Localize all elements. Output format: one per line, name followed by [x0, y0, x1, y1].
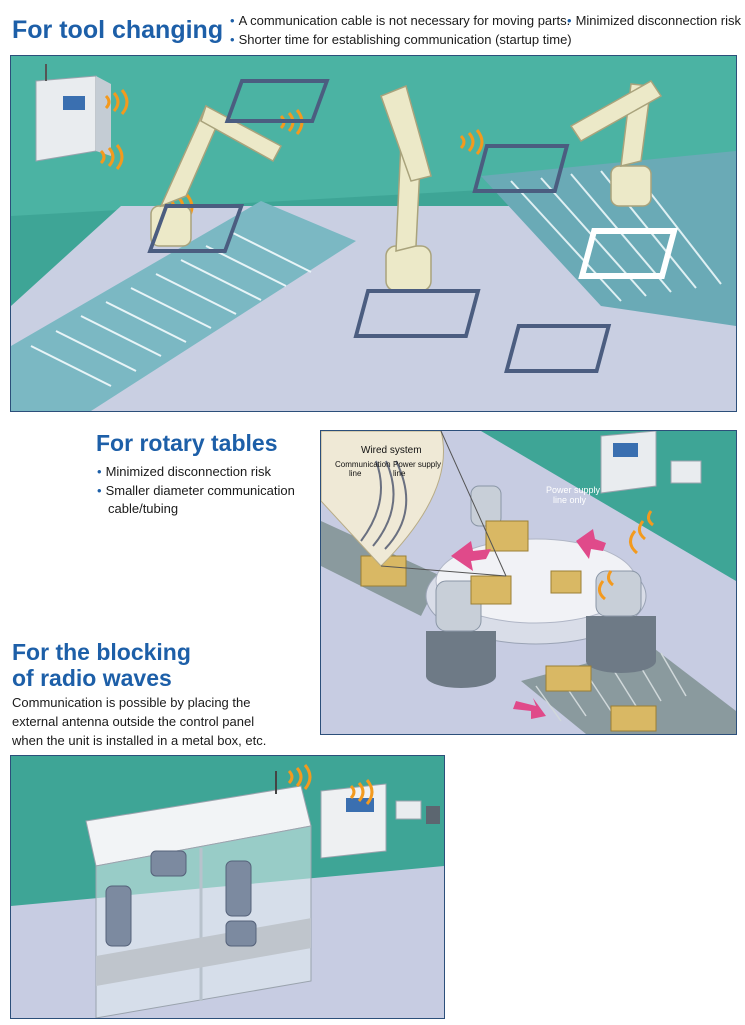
box-icon [360, 520, 657, 732]
wave-signal-icon [287, 764, 374, 805]
bullet-dot: • [97, 483, 102, 498]
callout-label-power: Power supply [393, 460, 441, 469]
tool-changing-illustration [10, 55, 737, 412]
blocking-desc-1: Communication is possible by placing the [12, 695, 251, 710]
robot-arm-icon [435, 485, 642, 632]
bullet-dot: • [230, 32, 235, 47]
rotary-bullet-1: •Minimized disconnection risk [97, 464, 272, 479]
blocking-title-line2: of radio waves [12, 665, 172, 691]
blocking-desc-2: external antenna outside the control pan… [12, 714, 255, 729]
bullet-dot: • [230, 13, 235, 28]
bullet-dot: • [97, 464, 102, 479]
callout-title: Wired system [361, 445, 422, 456]
tool-changing-bullet-2: •Minimized disconnection risk [567, 13, 742, 28]
wired-system-callout: Wired system Communication line Power su… [321, 431, 507, 577]
tool-changing-title: For tool changing [12, 16, 224, 44]
rotary-bullet-3: cable/tubing [108, 501, 179, 516]
tool-changing-bullet-3: •Shorter time for establishing communica… [230, 32, 572, 47]
conveyor-icon [11, 151, 736, 411]
blocking-title-line1: For the blocking [12, 639, 191, 665]
callout-label-power-2: line [393, 469, 406, 478]
blocking-illustration [10, 755, 445, 1019]
metal-booth [85, 771, 312, 1018]
callout-label-comm-2: line [349, 469, 362, 478]
blocking-desc-3: when the unit is installed in a metal bo… [12, 733, 267, 748]
robot-arm-icon [105, 850, 257, 947]
robot-arm-icon [150, 80, 663, 292]
tool-changing-bullet-1: •A communication cable is not necessary … [230, 13, 571, 28]
rotary-title: For rotary tables [96, 430, 278, 456]
bullet-dot: • [567, 13, 572, 28]
power-only-label-1: Power supply [546, 485, 601, 495]
rotary-illustration: Wired system Communication line Power su… [320, 430, 737, 735]
callout-label-comm: Communication [335, 460, 391, 469]
arrow-icon [451, 529, 606, 719]
control-panel-icon [600, 431, 702, 494]
control-panel-icon [35, 64, 111, 162]
wave-signal-icon [598, 510, 654, 601]
rotary-bullet-2: •Smaller diameter communication [97, 483, 295, 498]
power-only-label-2: line only [553, 495, 587, 505]
